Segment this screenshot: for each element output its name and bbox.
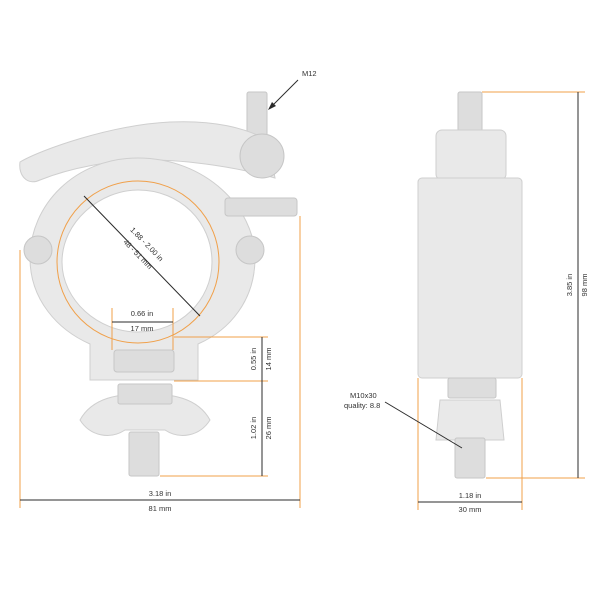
label-m12: M12 — [302, 69, 317, 78]
label-side-height-in: 3.85 in — [565, 274, 574, 297]
label-side-width-in: 1.18 in — [459, 491, 482, 500]
label-bolt-height-mm: 26 mm — [264, 417, 273, 440]
clamp-side-view — [417, 91, 523, 479]
m12-arrow — [268, 102, 276, 110]
extension-lines — [19, 91, 585, 510]
lever-pivot — [239, 133, 285, 179]
side-wing-nut — [435, 399, 505, 441]
label-bolt-spec-2: quality: 8.8 — [344, 401, 380, 410]
pipe-diameter-line — [83, 195, 201, 317]
bolt-spec-leader — [384, 401, 463, 449]
left-hinge — [23, 235, 53, 265]
clamp-ring — [29, 157, 256, 381]
washer — [117, 383, 173, 405]
label-side-width-mm: 30 mm — [459, 505, 482, 514]
label-slot-width-mm: 17 mm — [131, 324, 154, 333]
side-washer — [447, 377, 497, 399]
base-slot-block — [113, 349, 175, 373]
label-base-height-mm: 14 mm — [264, 348, 273, 371]
label-slot-width-in: 0.66 in — [131, 309, 154, 318]
m12-leader — [269, 79, 299, 109]
label-bolt-spec-1: M10x30 — [350, 391, 377, 400]
label-base-height-in: 0.55 in — [249, 348, 258, 371]
clamp-front-view — [19, 91, 298, 477]
lock-bar — [224, 197, 298, 217]
label-bolt-height-in: 1.02 in — [249, 417, 258, 440]
side-bottom-bolt — [454, 437, 486, 479]
label-total-width-in: 3.18 in — [149, 489, 172, 498]
dimension-lines — [20, 79, 579, 503]
label-side-height-mm: 98 mm — [580, 274, 589, 297]
side-lever-block — [435, 129, 507, 181]
pipe-outline — [56, 180, 220, 344]
right-hinge — [235, 235, 265, 265]
label-total-width-mm: 81 mm — [149, 504, 172, 513]
bottom-bolt — [128, 431, 160, 477]
side-body — [417, 177, 523, 379]
